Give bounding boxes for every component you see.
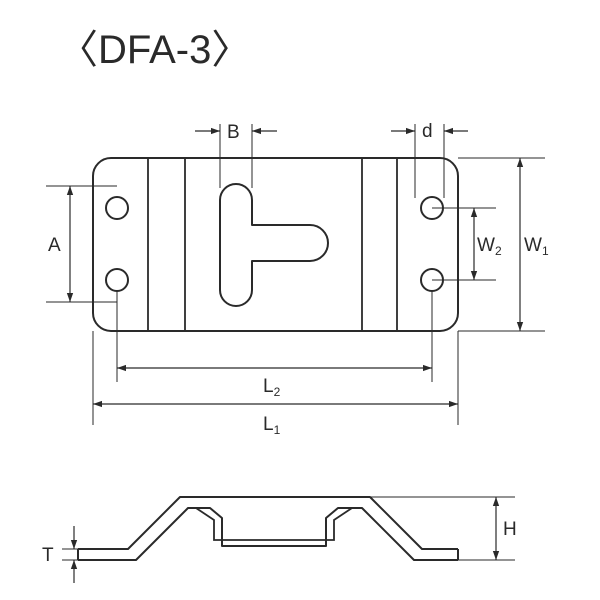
dimension-label-l2: L2	[263, 376, 281, 399]
dimension-label-t: T	[42, 545, 54, 566]
dimension-label-a: A	[48, 235, 61, 256]
dimension-w2: W2	[432, 207, 502, 281]
dimension-l2: L2	[116, 291, 433, 399]
dimension-t: T	[42, 526, 100, 583]
mounting-hole	[105, 268, 129, 292]
plate-outline	[92, 157, 459, 332]
dimension-label-h: H	[503, 519, 517, 540]
dimension-h: H	[370, 496, 517, 561]
dimension-w1: W1	[458, 157, 549, 332]
dimension-label-w2: W2	[477, 235, 502, 258]
profile-inner	[78, 507, 458, 561]
side-view	[77, 496, 459, 561]
plan-view	[92, 157, 459, 332]
mounting-hole	[105, 196, 129, 220]
t-slot	[219, 183, 329, 307]
recess-detail	[195, 507, 353, 541]
dimension-l1: L1	[92, 331, 459, 437]
dimension-label-d: d	[422, 121, 433, 142]
drawing-title: 〈DFA-3〉	[58, 28, 251, 72]
dimension-a: A	[46, 185, 117, 303]
dimension-d: d	[391, 121, 468, 198]
dimension-label-l1: L1	[263, 414, 281, 437]
profile-outer	[78, 496, 458, 550]
dimension-label-b: B	[227, 122, 240, 143]
dimension-label-w1: W1	[524, 235, 549, 258]
dimension-b: B	[195, 122, 277, 188]
